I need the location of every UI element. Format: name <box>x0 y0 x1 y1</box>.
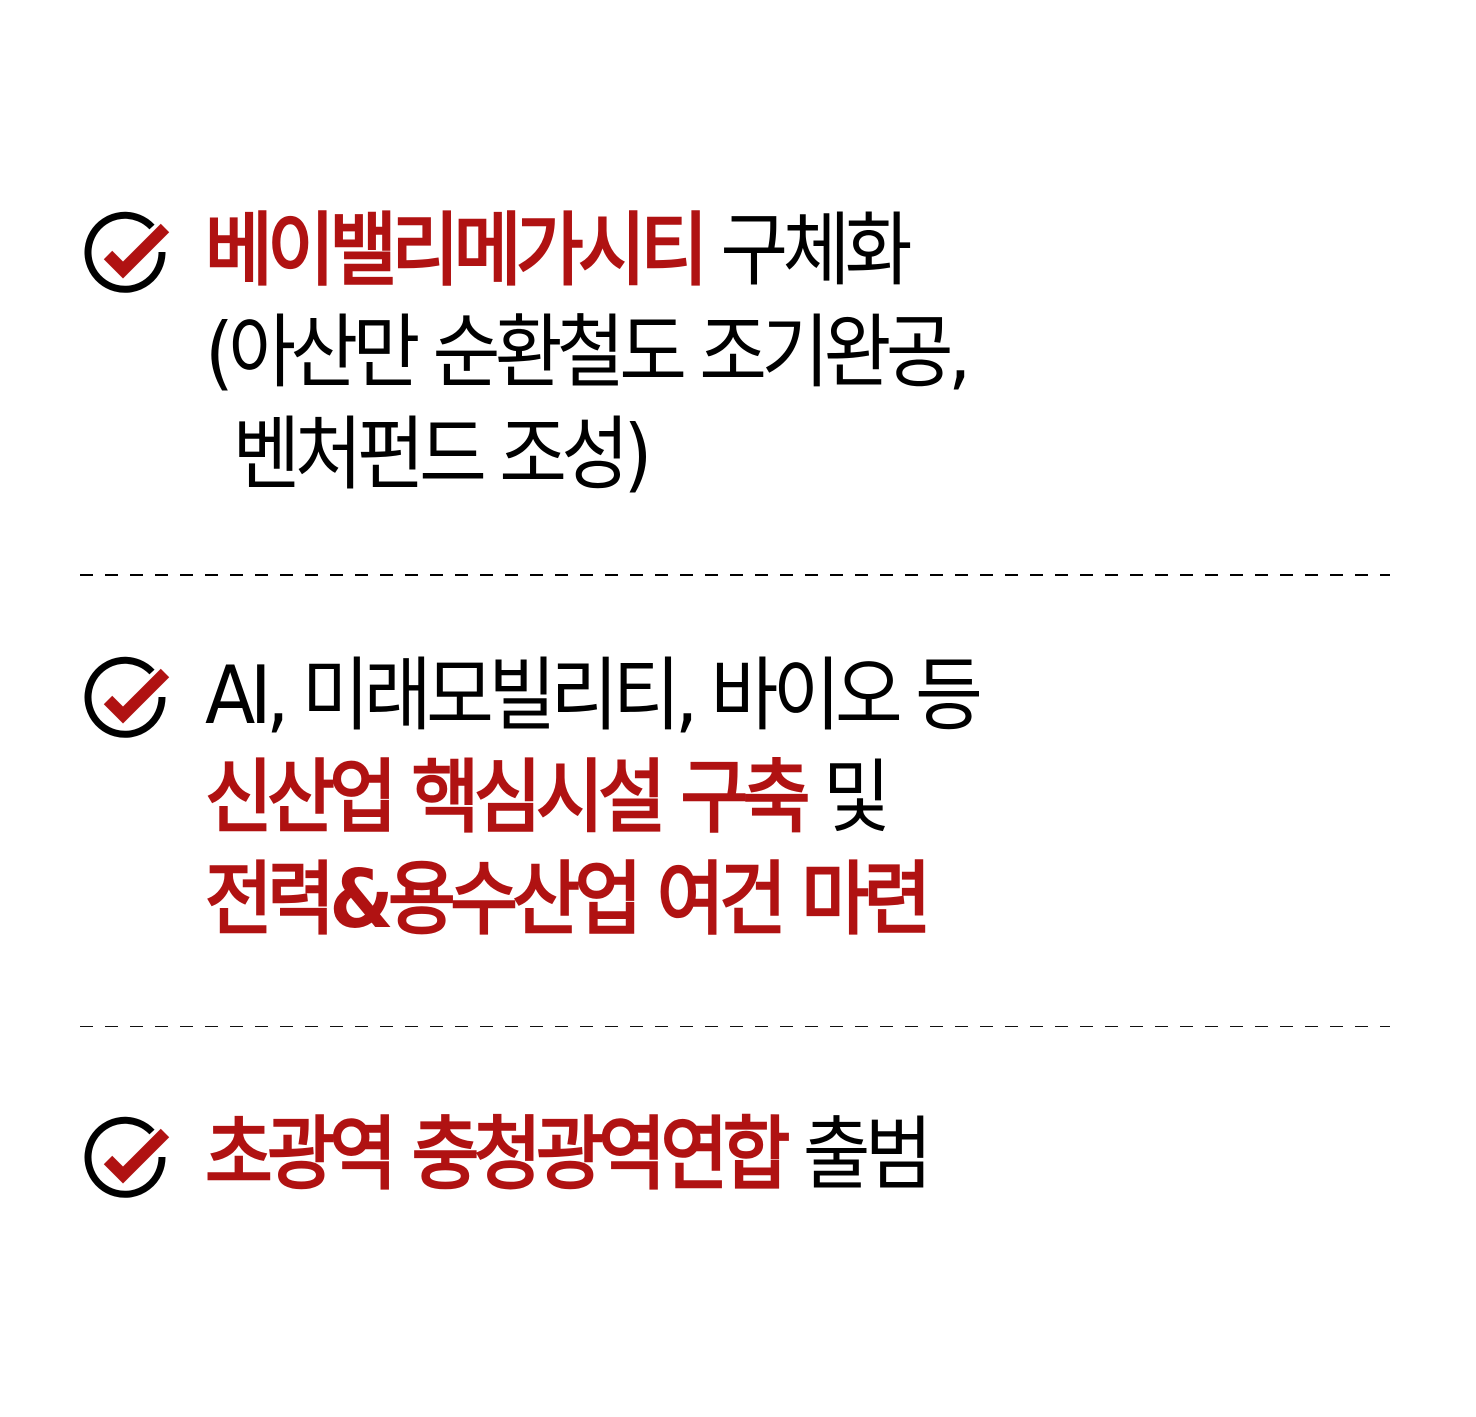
body-text: 및 <box>804 751 891 844</box>
dashed-divider <box>80 1026 1390 1027</box>
body-text: (아산만 순환철도 조기완공, <box>205 306 971 399</box>
text-line: AI, 미래모빌리티, 바이오 등 <box>205 645 983 747</box>
body-text: 벤처펀드 조성) <box>232 408 653 501</box>
dashed-divider <box>80 574 1390 576</box>
body-text: AI, 미래모빌리티, 바이오 등 <box>205 649 983 742</box>
body-text: 출범 <box>784 1108 933 1201</box>
text-line: 베이밸리메가시티 구체화 <box>205 200 966 302</box>
text-line: 신산업 핵심시설 구축 및 <box>205 747 977 849</box>
text-line: 전력&용수산업 여건 마련 <box>205 849 977 951</box>
item-text: 초광역 충청광역연합 출범 <box>205 1104 990 1206</box>
item-text: AI, 미래모빌리티, 바이오 등 신산업 핵심시설 구축 및 전력&용수산업 … <box>205 645 1044 951</box>
text-line: 초광역 충청광역연합 출범 <box>205 1104 933 1206</box>
check-circle-icon <box>80 1112 170 1202</box>
check-circle-icon <box>80 652 170 742</box>
highlight-text: 초광역 충청광역연합 <box>205 1108 790 1201</box>
highlight-text: 신산업 핵심시설 구축 <box>205 751 810 844</box>
text-line: (아산만 순환철도 조기완공, <box>205 302 971 404</box>
highlight-text: 전력&용수산업 여건 마련 <box>205 853 931 946</box>
item-text: 베이밸리메가시티 구체화 (아산만 순환철도 조기완공, 벤처펀드 조성) <box>205 200 1032 506</box>
highlight-text: 베이밸리메가시티 <box>205 204 708 297</box>
text-line: 벤처펀드 조성) <box>205 404 966 506</box>
body-text: 구체화 <box>702 204 912 297</box>
check-circle-icon <box>80 207 170 297</box>
